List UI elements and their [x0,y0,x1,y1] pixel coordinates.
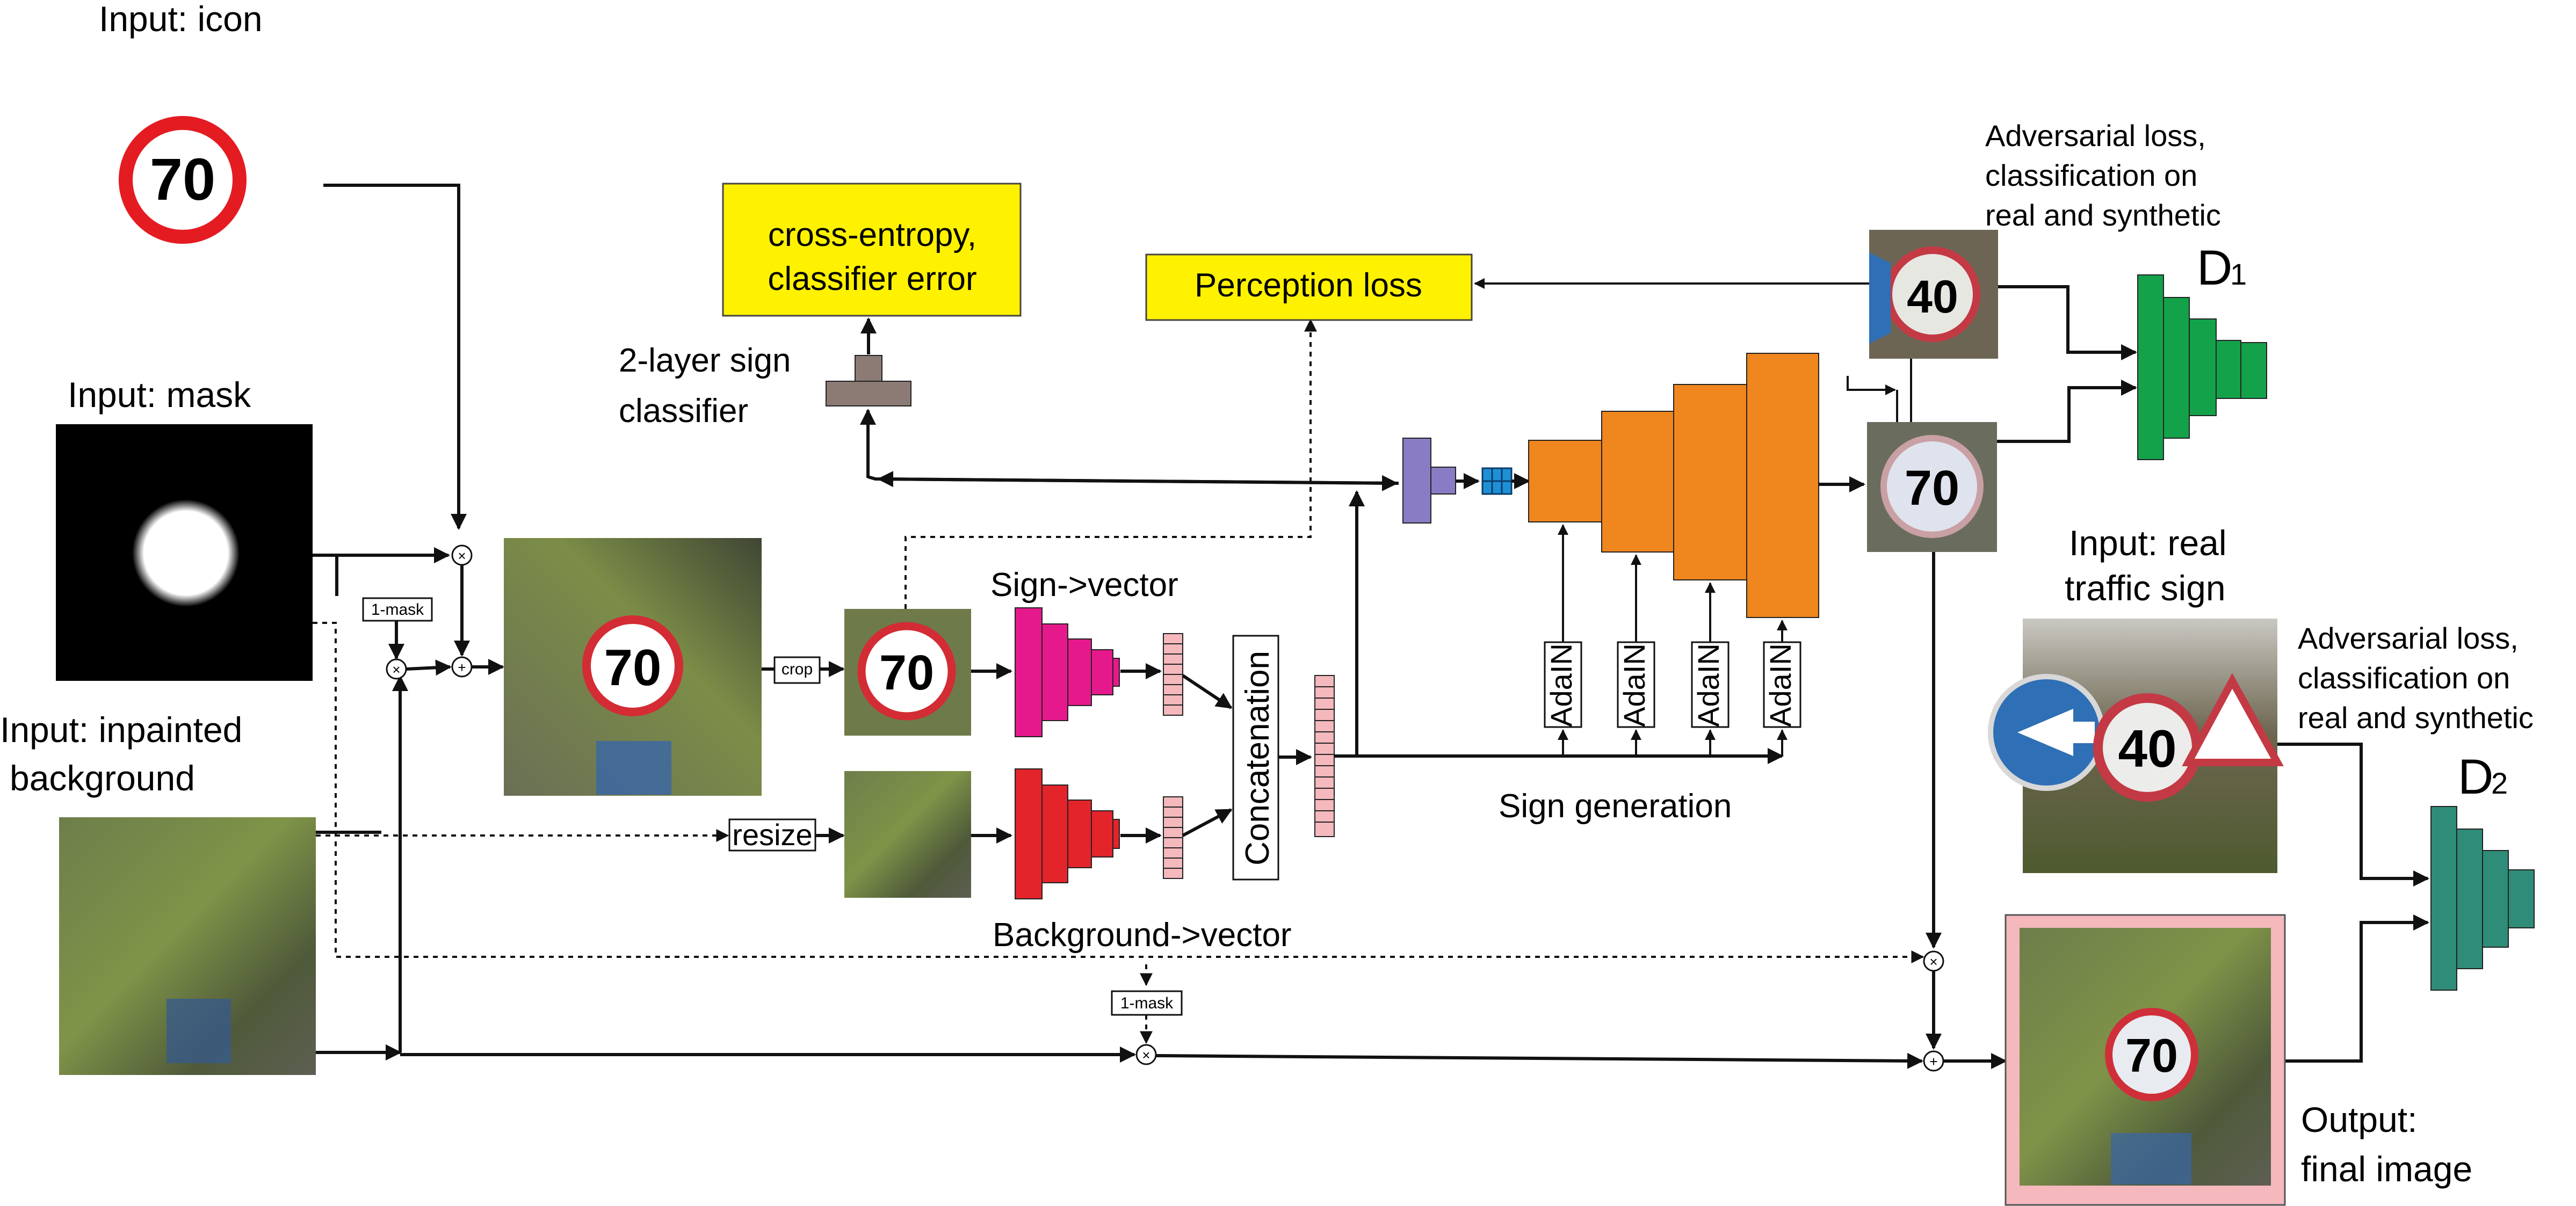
resize-box [728,818,816,852]
adv1-label-3: real and synthetic [1985,198,2221,232]
svg-text:+: + [1929,1054,1937,1070]
inpainted-background-image [59,817,316,1075]
d2-label: D [2458,750,2493,804]
adain-block-2: AdaIN [1617,641,1655,728]
sign-vector [1163,633,1183,716]
svg-text:70: 70 [150,147,215,213]
perception-loss-box [1145,253,1473,321]
discriminator-2 [2430,806,2535,991]
output-label-2: final image [2301,1149,2472,1189]
svg-text:70: 70 [2125,1029,2178,1082]
svg-text:AdaIN: AdaIN [1617,643,1651,727]
composed-image: 70 [504,538,762,796]
output-final-image: 70 [2005,914,2286,1206]
classifier-label-1: 2-layer sign [619,342,791,379]
d1-subscript: 1 [2230,257,2247,291]
svg-text:×: × [458,548,466,564]
discriminator-1 [2137,274,2267,460]
resized-background-image [844,771,971,898]
style-block [1402,438,1456,524]
svg-text:resize: resize [732,818,812,852]
svg-text:40: 40 [1907,271,1958,323]
concatenated-vector [1314,675,1335,837]
background-vector-label: Background->vector [993,917,1292,954]
adv2-label-1: Adversarial loss, [2298,621,2519,655]
svg-text:70: 70 [604,639,662,696]
sign-classifier [826,355,911,406]
svg-text:40: 40 [2118,719,2176,778]
real-sign-label-2: traffic sign [2065,568,2226,608]
classifier-label-2: classifier [619,393,748,430]
adv1-label-1: Adversarial loss, [1985,119,2206,152]
svg-text:crop: crop [782,660,813,678]
svg-text:×: × [1142,1047,1150,1063]
svg-text:AdaIN: AdaIN [1544,643,1578,727]
input-icon-label: Input: icon [99,0,263,39]
svg-text:AdaIN: AdaIN [1691,643,1725,727]
background-encoder [1015,768,1120,899]
cross-entropy-loss-box [722,183,1022,317]
sign-generation-label: Sign generation [1499,788,1732,825]
generated-sign-image: 70 [1867,422,1997,552]
sign-encoder [1015,607,1120,737]
svg-text:cross-entropy,: cross-entropy, [768,216,976,253]
svg-text:Concatenation: Concatenation [1239,651,1276,866]
multiply-op-icon: × [1135,1044,1157,1065]
input-bg-label-1: Input: inpainted [0,710,242,750]
svg-text:×: × [1929,954,1937,970]
svg-text:Perception loss: Perception loss [1195,267,1422,304]
cropped-sign-image: 70 [844,609,971,736]
svg-text:1-mask: 1-mask [371,601,424,619]
background-vector [1163,796,1183,879]
svg-text:×: × [392,662,400,678]
adain-block-1: AdaIN [1544,641,1582,728]
adv1-label-2: classification on [1985,158,2197,192]
latent-grid [1481,467,1513,495]
svg-text:1-mask: 1-mask [1120,994,1174,1012]
add-op-icon: + [1923,1050,1944,1072]
multiply-op-icon: × [451,544,473,566]
adv2-label-2: classification on [2298,661,2510,695]
adain-block-3: AdaIN [1691,641,1730,728]
multiply-op-icon: × [386,658,407,680]
svg-text:+: + [458,659,466,675]
input-bg-label-2: background [10,758,195,798]
svg-text:AdaIN: AdaIN [1763,643,1797,727]
adain-block-4: AdaIN [1763,641,1801,728]
one-minus-mask-box-1 [362,597,433,622]
output-label-1: Output: [2301,1100,2417,1139]
crop-box [773,656,821,684]
d1-label: D [2197,241,2232,295]
real-sign-crop-image: 40 [1869,230,1998,359]
real-sign-label-1: Input: real [2069,523,2227,563]
sign-vector-label: Sign->vector [990,566,1178,604]
concatenation-box [1232,635,1279,881]
adv2-label-3: real and synthetic [2298,701,2534,735]
real-traffic-sign-image: 40 [1988,619,2284,873]
input-mask-label: Input: mask [68,375,251,415]
d2-subscript: 2 [2491,766,2508,800]
sign-generator [1528,353,1819,618]
add-op-icon: + [451,656,473,678]
svg-text:70: 70 [1905,461,1959,515]
mask-image [56,424,313,681]
speed-limit-70-icon: 70 [119,116,247,244]
multiply-op-icon: × [1923,950,1944,972]
svg-text:classifier error: classifier error [768,260,976,297]
svg-text:70: 70 [879,645,934,700]
